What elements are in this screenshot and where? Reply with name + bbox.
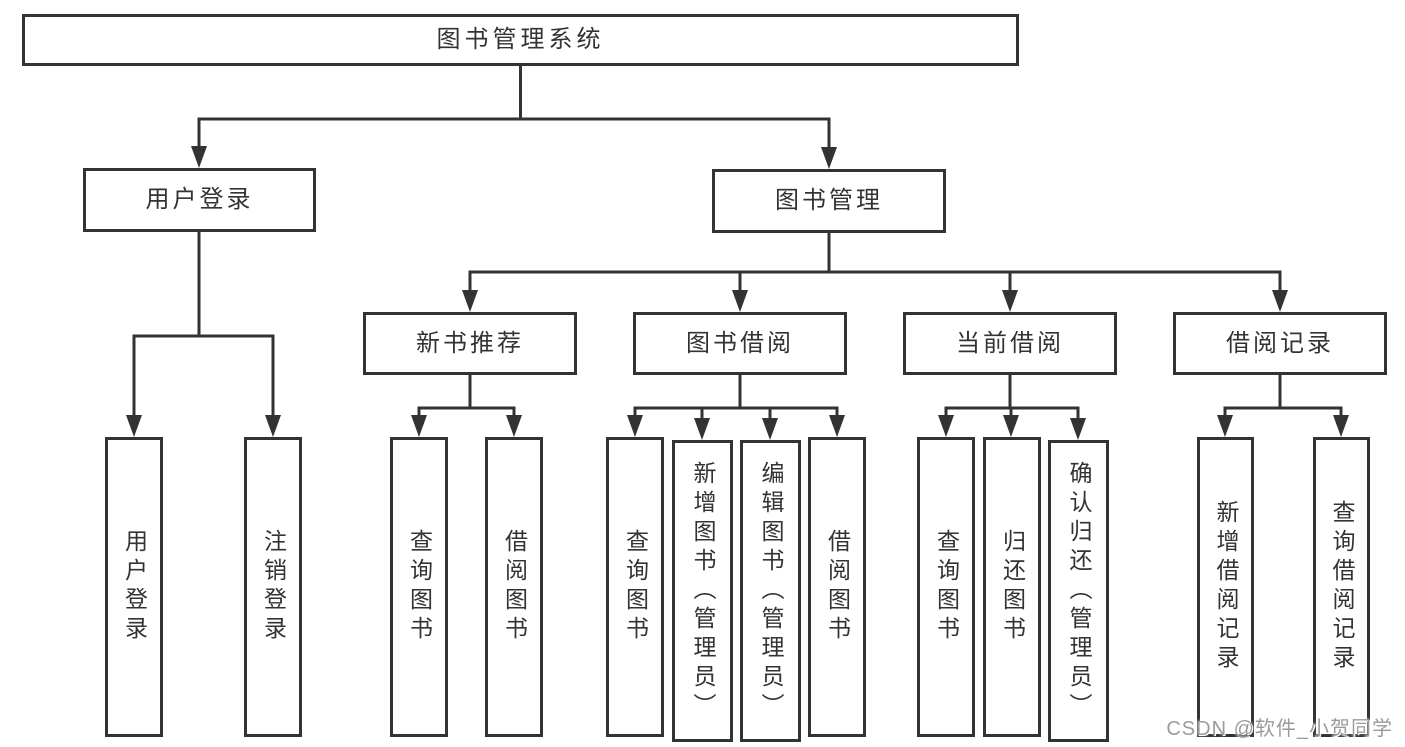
leaf-query-books-current: 查询图书 <box>917 437 975 737</box>
leaf-new-borrow-record: 新增借阅记录 <box>1197 437 1254 737</box>
leaf-query-borrow-record: 查询借阅记录 <box>1313 437 1370 737</box>
leaf-confirm-return-admin: 确认归还（管理员） <box>1048 440 1109 742</box>
node-new-book-recommendation: 新书推荐 <box>363 312 577 375</box>
node-user-login: 用户登录 <box>83 168 316 232</box>
leaf-query-books-borrowing: 查询图书 <box>606 437 664 737</box>
leaf-edit-book-admin: 编辑图书（管理员） <box>740 440 801 742</box>
leaf-add-book-admin: 新增图书（管理员） <box>672 440 733 742</box>
leaf-return-books: 归还图书 <box>983 437 1041 737</box>
node-library-system: 图书管理系统 <box>22 14 1019 66</box>
node-book-borrowing: 图书借阅 <box>633 312 847 375</box>
csdn-watermark: CSDN @软件_小贺同学 <box>1166 718 1393 740</box>
leaf-logout: 注销登录 <box>244 437 302 737</box>
leaf-borrow-books-recommend: 借阅图书 <box>485 437 543 737</box>
node-current-borrowing: 当前借阅 <box>903 312 1117 375</box>
leaf-query-books-recommend: 查询图书 <box>390 437 448 737</box>
node-borrowing-records: 借阅记录 <box>1173 312 1387 375</box>
node-book-management: 图书管理 <box>712 169 946 233</box>
leaf-user-login: 用户登录 <box>105 437 163 737</box>
leaf-borrow-books-borrowing: 借阅图书 <box>808 437 866 737</box>
